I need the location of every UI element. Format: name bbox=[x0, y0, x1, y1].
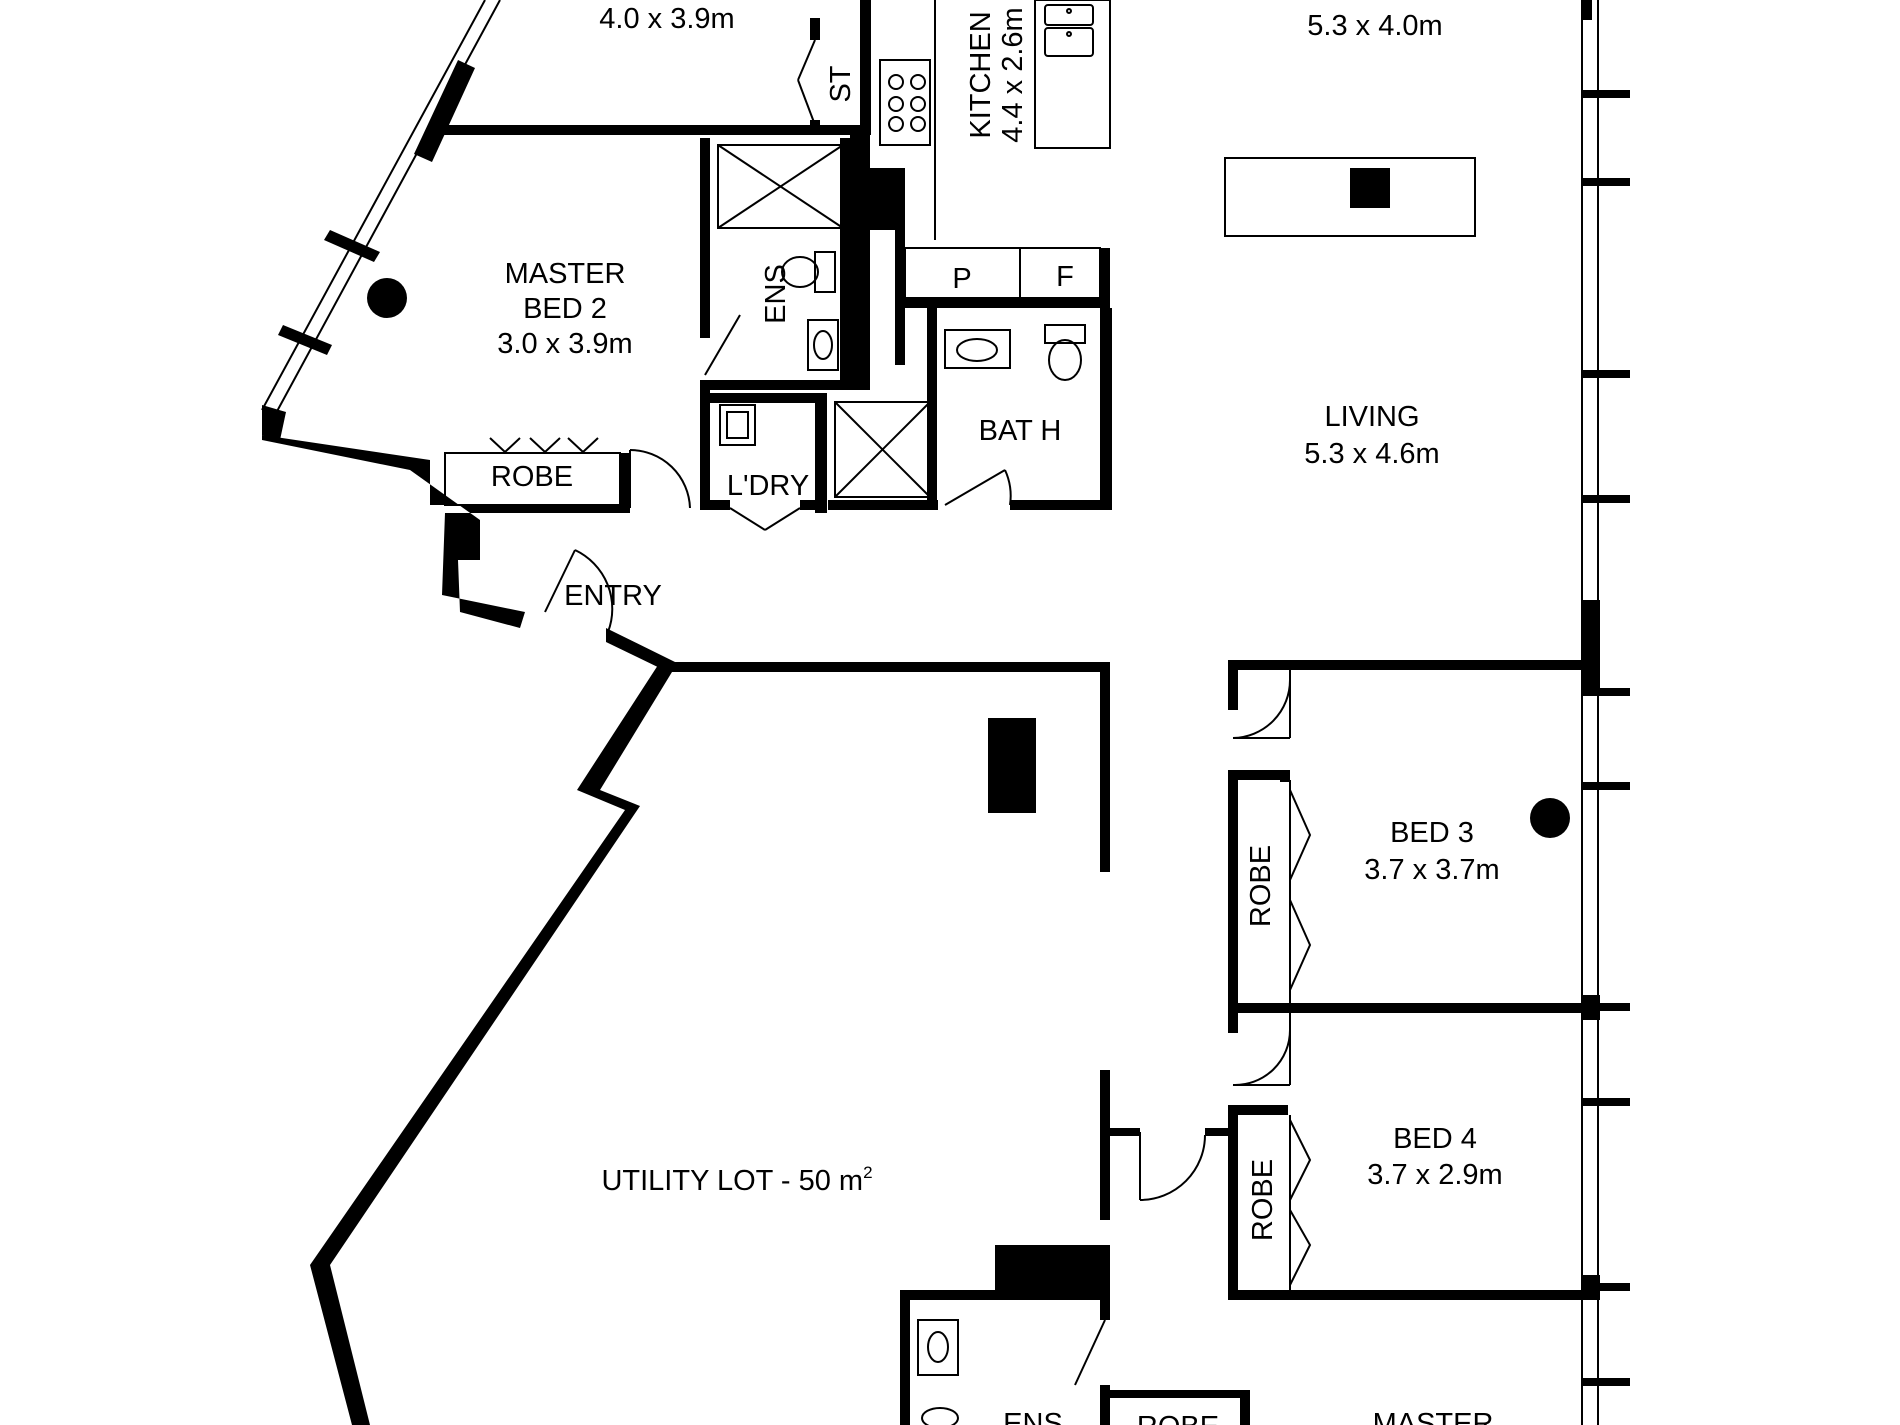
fridge-name: F bbox=[1056, 261, 1074, 293]
kitchen-sink bbox=[1044, 4, 1094, 57]
bed-3-name: BED 3 bbox=[1390, 817, 1474, 849]
utility-column bbox=[988, 718, 1036, 813]
bath-basin bbox=[944, 329, 1011, 369]
kitchen-walls bbox=[850, 135, 905, 380]
bath-toilet bbox=[1044, 324, 1086, 381]
store-door bbox=[797, 39, 816, 126]
laundry-name: L'DRY bbox=[727, 470, 809, 502]
pantry-name: P bbox=[952, 263, 971, 295]
master-bed-2-walls bbox=[262, 435, 630, 628]
bath-door bbox=[944, 469, 1012, 506]
bed-4-dims: 3.7 x 2.9m bbox=[1367, 1159, 1502, 1191]
dining-dims: 5.3 x 4.0m bbox=[1307, 10, 1442, 42]
bed-3-column bbox=[1530, 798, 1570, 838]
robe-4-doors bbox=[1289, 1119, 1312, 1286]
living-dims: 5.3 x 4.6m bbox=[1304, 438, 1439, 470]
kitchen-label: KITCHEN 4.4 x 2.6m bbox=[965, 7, 1029, 142]
robe-3-label: ROBE bbox=[1245, 845, 1277, 927]
master-bed-2-column bbox=[367, 278, 407, 318]
ensuite-1-door bbox=[704, 314, 741, 376]
bath-walls bbox=[828, 308, 1112, 510]
utility-name: UTILITY LOT - 50 m2 bbox=[601, 1163, 872, 1197]
ensuite-1-shower bbox=[717, 144, 844, 229]
kitchen-name: KITCHEN bbox=[965, 11, 997, 138]
bath-name: BAT H bbox=[979, 415, 1062, 447]
bed-4-name: BED 4 bbox=[1393, 1123, 1477, 1155]
entry-door bbox=[544, 549, 614, 633]
dining-table bbox=[1224, 157, 1476, 237]
robe-1-name: ROBE bbox=[491, 461, 573, 493]
cooktop bbox=[888, 74, 926, 132]
right-facade-glazing bbox=[1581, 0, 1599, 1425]
bed-4-door bbox=[1232, 1013, 1291, 1087]
bed-3-dims: 3.7 x 3.7m bbox=[1364, 854, 1499, 886]
laundry-walls bbox=[710, 393, 827, 513]
entry-name: ENTRY bbox=[564, 580, 662, 612]
master-bed-2-line2: BED 2 bbox=[523, 293, 607, 325]
right-facade-mullions bbox=[1582, 0, 1630, 1386]
ensuite-1-name: ENS bbox=[760, 264, 792, 324]
column bbox=[1350, 168, 1390, 208]
robe-1-doors bbox=[489, 437, 599, 454]
living-name: LIVING bbox=[1324, 401, 1419, 433]
ensuite-2-basin bbox=[917, 1319, 959, 1425]
ensuite-2-door bbox=[1074, 1319, 1106, 1386]
ensuite-1-label: ENS bbox=[760, 264, 792, 324]
laundry-tub bbox=[719, 404, 756, 446]
utility-name-text: UTILITY LOT - 50 m bbox=[601, 1165, 863, 1197]
pantry-fridge-wall bbox=[1100, 248, 1110, 308]
store-name: ST bbox=[825, 65, 857, 102]
utility-name-sup: 2 bbox=[863, 1163, 872, 1182]
ensuite-1-divider bbox=[700, 228, 710, 234]
bed-4-walls bbox=[1100, 1003, 1600, 1300]
laundry-door bbox=[729, 507, 801, 531]
robe-1-outline bbox=[444, 452, 621, 506]
top-bed-dims: 4.0 x 3.9m bbox=[599, 3, 734, 35]
robe-5-name: ROBE bbox=[1137, 1411, 1219, 1425]
hall-door bbox=[1139, 1132, 1206, 1201]
pantry-base-wall bbox=[905, 298, 1110, 308]
robe-4-label: ROBE bbox=[1247, 1159, 1279, 1241]
robe-3-doors bbox=[1289, 789, 1312, 991]
master-bed-2-line1: MASTER bbox=[505, 258, 626, 290]
left-angled-wall bbox=[262, 60, 475, 440]
utility-lot-walls bbox=[310, 628, 1110, 1425]
master-bed-2-dims: 3.0 x 3.9m bbox=[497, 328, 632, 360]
ensuite-2-walls bbox=[900, 1245, 1250, 1425]
bath-shower bbox=[834, 401, 931, 498]
master-bed-1-name: MASTER bbox=[1373, 1408, 1494, 1425]
ensuite-2-name: ENS bbox=[1003, 1408, 1063, 1425]
bed-3-door bbox=[1232, 670, 1291, 739]
ensuite-1-basin bbox=[807, 319, 839, 371]
kitchen-dims: 4.4 x 2.6m bbox=[997, 7, 1029, 142]
bed-3-walls bbox=[1228, 600, 1600, 1020]
left-angled-glazing bbox=[261, 0, 501, 416]
store-wall bbox=[810, 120, 820, 130]
top-bedroom-walls bbox=[440, 0, 871, 135]
store-label: ST bbox=[825, 65, 857, 102]
master-bed-2-door bbox=[629, 449, 691, 509]
robe-4-name: ROBE bbox=[1247, 1159, 1279, 1241]
ensuite-1-toilet bbox=[781, 251, 836, 293]
robe-3-name: ROBE bbox=[1245, 845, 1277, 927]
kitchen-bench bbox=[879, 0, 1111, 240]
